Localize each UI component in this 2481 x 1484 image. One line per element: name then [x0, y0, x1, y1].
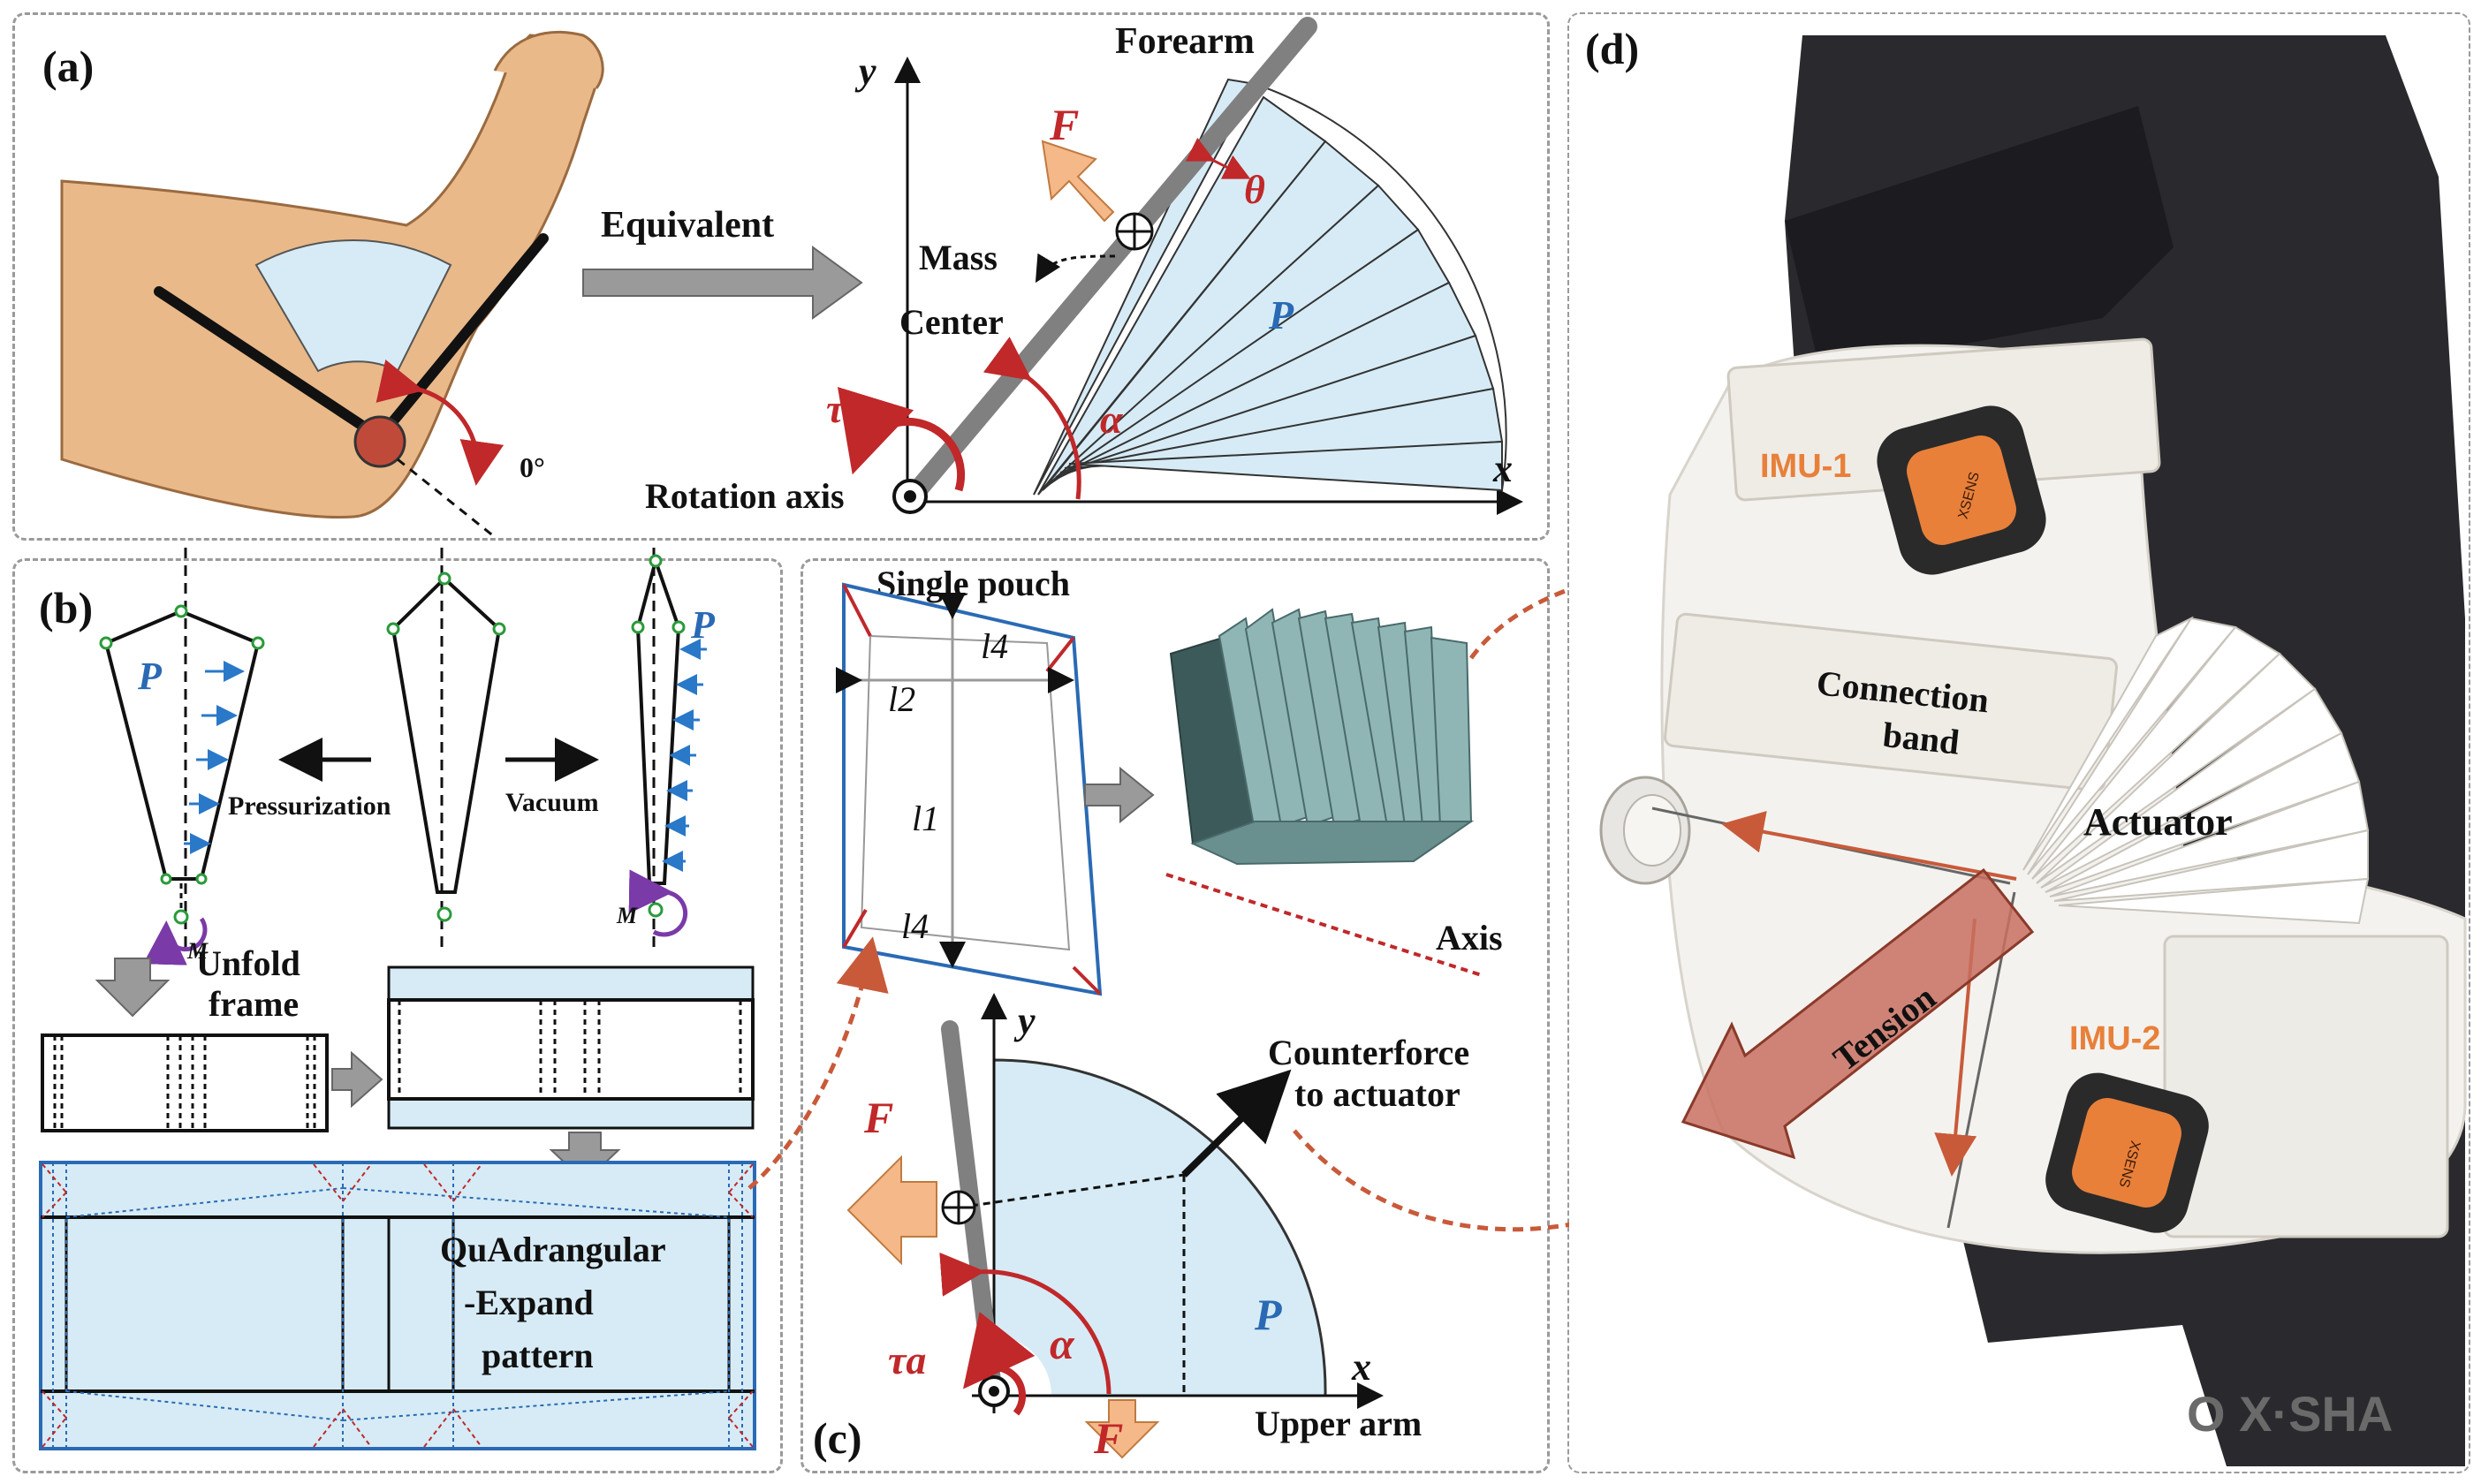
- c-alpha-label: α: [1050, 1319, 1075, 1368]
- tension-arrow: [1681, 867, 2035, 1160]
- l4-bottom-label: l4: [901, 906, 929, 946]
- pattern-label-line2: -Expand: [464, 1283, 594, 1322]
- counterforce-label-line1: Counterforce: [1268, 1033, 1469, 1072]
- l1-label: l1: [912, 799, 939, 838]
- b-pressure-label-2: P: [690, 603, 716, 647]
- origami-actuator: [2022, 616, 2370, 925]
- b-pressure-label-1: P: [137, 655, 163, 698]
- panel-d-label: (d): [1585, 24, 1639, 73]
- unfolded-frame-1: [41, 1034, 329, 1132]
- mechanism-diagram: [838, 17, 1523, 515]
- right-arrow-b: [331, 1050, 383, 1109]
- connection-band-label-line2: band: [1881, 715, 1961, 762]
- single-pouch-label: Single pouch: [876, 564, 1070, 603]
- a-y-axis-label: y: [854, 49, 876, 93]
- quadrangular-expand-pattern: [39, 1161, 756, 1450]
- axis-label: Axis: [1436, 918, 1503, 958]
- imu1-sensor: [1877, 405, 2046, 575]
- pouch-pressurized: [99, 604, 265, 965]
- panel-c-content: Single pouch l4 l2 l1 l4: [813, 564, 1503, 1463]
- c-force-left-label: F: [863, 1093, 893, 1142]
- pattern-label-line1: QuAdrangular: [440, 1230, 666, 1269]
- unfold-label-line2: frame: [209, 984, 299, 1024]
- unfolded-frame-2: [387, 965, 755, 1130]
- imu2-label: IMU-2: [2069, 1020, 2160, 1057]
- c-torque-label: τa: [888, 1337, 926, 1382]
- folded-actuator-3d: [1169, 608, 1475, 866]
- panel-d-content: [1569, 14, 2469, 1472]
- arm-illustration: [60, 30, 604, 539]
- mass-center-label-line2: Center: [899, 302, 1004, 342]
- imu1-label: IMU-1: [1760, 448, 1851, 485]
- theta-label: θ: [1244, 167, 1265, 212]
- panel-b: [12, 558, 783, 1473]
- panel-a: [12, 12, 1550, 541]
- rotation-knob: [1599, 776, 1691, 885]
- connector-pattern-to-pouch: [747, 936, 889, 1190]
- unfold-label-line1: Unfold: [196, 943, 300, 983]
- a-x-axis-label: x: [1492, 447, 1513, 490]
- panel-b-content: (b) P M: [39, 548, 756, 1450]
- equivalent-label: Equivalent: [601, 205, 774, 246]
- counterforce-label-line2: to actuator: [1294, 1074, 1461, 1114]
- shirt-print: O X·SHA: [2187, 1386, 2393, 1442]
- single-pouch-diagram: [836, 582, 1103, 996]
- pattern-label-line3: pattern: [482, 1336, 594, 1375]
- c-y-axis-label: y: [1013, 999, 1036, 1042]
- panel-a-label: (a): [42, 42, 94, 91]
- c-force-bottom-label: F: [1093, 1413, 1123, 1463]
- l2-label: l2: [888, 679, 915, 719]
- actuator-label: Actuator: [2083, 800, 2233, 844]
- forearm-label: Forearm: [1115, 21, 1255, 62]
- imu2-sensor: [2045, 1072, 2209, 1233]
- c-x-axis-label: x: [1351, 1345, 1371, 1389]
- right-arrow-c: [1084, 766, 1155, 824]
- pressurization-label: Pressurization: [228, 791, 391, 821]
- l4-top-label: l4: [981, 626, 1008, 666]
- pouch-vacuum: [628, 554, 707, 937]
- panel-d: [1567, 12, 2470, 1473]
- quarter-circle-diagram: [846, 993, 1384, 1459]
- a-pressure-label: P: [1268, 292, 1294, 337]
- mass-center-label-line1: Mass: [919, 238, 998, 277]
- down-arrow-1: [95, 958, 171, 1018]
- panel-b-label: (b): [39, 583, 93, 632]
- rotation-axis-label: Rotation axis: [645, 476, 845, 516]
- equivalent-arrow: [582, 246, 863, 320]
- b-moment-label-2: M: [616, 903, 638, 928]
- panel-c: [800, 558, 1550, 1473]
- a-force-label: F: [1049, 100, 1079, 149]
- zero-degree-label: 0°: [520, 451, 545, 483]
- a-alpha-label: α: [1100, 397, 1124, 442]
- panel-c-label: (c): [813, 1413, 862, 1463]
- panel-a-content: (a) 0° Equivalent: [42, 17, 1523, 539]
- b-moment-label-1: M: [186, 938, 209, 964]
- c-pressure-label: P: [1254, 1290, 1282, 1339]
- vacuum-label: Vacuum: [505, 788, 599, 817]
- a-torque-label: τa: [826, 386, 864, 431]
- pouch-flat: [386, 572, 506, 922]
- upper-arm-label: Upper arm: [1255, 1404, 1422, 1443]
